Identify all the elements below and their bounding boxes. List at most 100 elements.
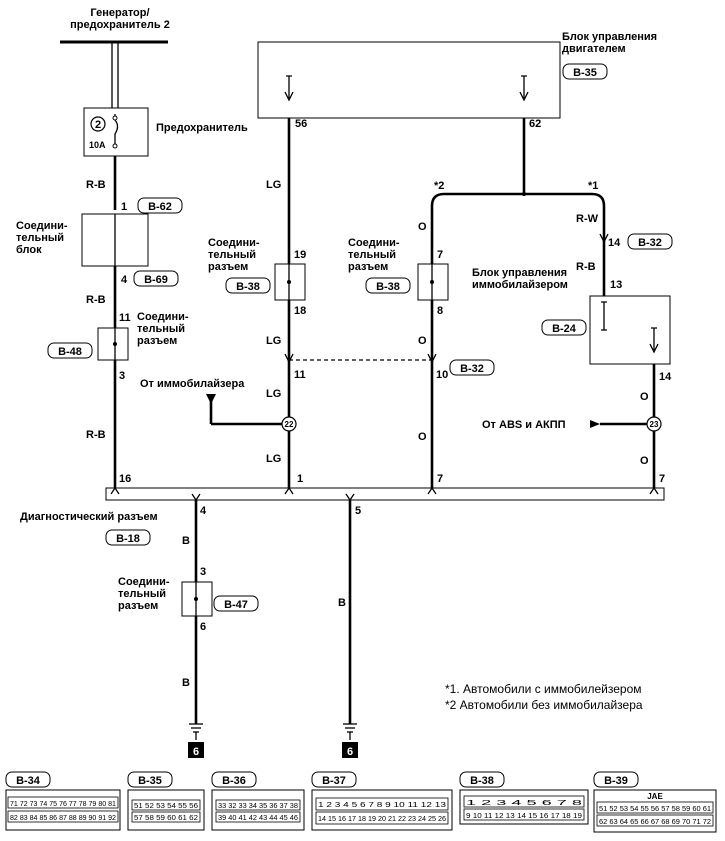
conn-view-b36-row2 bbox=[215, 811, 301, 823]
conn-view-b34-row1 bbox=[7, 796, 119, 809]
label-line: разъем bbox=[118, 600, 158, 612]
connector-right-dot bbox=[430, 280, 434, 284]
pin-7: 7 bbox=[437, 249, 443, 261]
label-line: разъем bbox=[137, 335, 177, 347]
pin-62: 62 bbox=[529, 118, 541, 130]
connector-mid-dot bbox=[287, 280, 291, 284]
conn-view-b39-row1 bbox=[596, 801, 714, 814]
ref-b24-text: B-24 bbox=[552, 323, 577, 335]
ecu-terminal-62 bbox=[519, 75, 529, 102]
pin-7-immo: 7 bbox=[659, 473, 665, 485]
conn-view-b34-top: 71 72 73 74 75 76 77 78 79 80 81 bbox=[10, 801, 116, 808]
conn-view-b39-top: 51 52 53 54 55 56 57 58 59 60 61 bbox=[599, 806, 711, 813]
ref-b47 bbox=[213, 595, 259, 612]
ground-symbol-left bbox=[189, 723, 203, 740]
label-line: разъем bbox=[208, 261, 248, 273]
conn-view-b38-top: 1 2 3 4 5 6 7 8 bbox=[466, 800, 582, 807]
fuse-number: 2 bbox=[95, 119, 101, 131]
wire-label-rb1: R-B bbox=[86, 179, 106, 191]
conn-view-b39 bbox=[593, 789, 717, 833]
fuse-terminal-bottom bbox=[112, 143, 118, 149]
label-line: Соедини- bbox=[137, 311, 189, 323]
conn-view-b36-row1 bbox=[215, 799, 301, 811]
diag-pin-4: 4 bbox=[200, 505, 207, 517]
conn-view-b38-row1 bbox=[463, 795, 585, 808]
wire-branch bbox=[430, 192, 606, 207]
label-line: Соедини- bbox=[16, 220, 68, 232]
ref-b24 bbox=[541, 319, 587, 336]
conn-view-b38-tag-text: B-38 bbox=[470, 775, 494, 787]
ref-b18 bbox=[105, 529, 151, 546]
immo-terminal-13 bbox=[601, 301, 607, 331]
ref-ecu-text: B-35 bbox=[573, 67, 597, 79]
conn-view-b35-row1 bbox=[131, 799, 201, 811]
arrow-right-down bbox=[427, 353, 437, 364]
ref-b48-text: B-48 bbox=[58, 346, 82, 358]
conn-view-b34 bbox=[5, 789, 121, 831]
label-line: тельный bbox=[137, 323, 185, 335]
ref-b38a bbox=[225, 277, 271, 294]
arrow-rw bbox=[599, 233, 609, 244]
label-line: Соедини- bbox=[118, 576, 170, 588]
conn-view-b37-bot: 14 15 16 17 18 19 20 21 22 23 24 25 26 bbox=[318, 816, 446, 823]
conn-view-b39-jae: JAE bbox=[647, 792, 663, 801]
connector-bottom-dot bbox=[194, 597, 198, 601]
fuse-number-circle bbox=[90, 116, 106, 132]
conn-view-b37-row1 bbox=[315, 797, 449, 811]
conn-view-b37-row2 bbox=[315, 811, 449, 825]
pin-1-joint: 1 bbox=[121, 201, 127, 213]
ref-b69 bbox=[133, 270, 179, 287]
ref-b62 bbox=[137, 197, 183, 214]
conn-view-b35-tag bbox=[127, 771, 173, 788]
star-2: *2 bbox=[434, 180, 444, 192]
pin-19: 19 bbox=[294, 249, 306, 261]
ground-badge-left bbox=[188, 742, 204, 758]
pin-18: 18 bbox=[294, 305, 306, 317]
conn-view-b34-tag-text: B-34 bbox=[16, 775, 41, 787]
fuse-terminal-top bbox=[112, 115, 118, 121]
conn-view-b37-tag-text: B-37 bbox=[322, 775, 346, 787]
pin-1-diag: 1 bbox=[297, 473, 303, 485]
wire-label-o4: O bbox=[640, 391, 649, 403]
pin-11-mid: 11 bbox=[294, 369, 306, 381]
ref-b32a-text: B-32 bbox=[638, 237, 662, 249]
wire-label-b2: B bbox=[182, 677, 190, 689]
pin-8: 8 bbox=[437, 305, 443, 317]
label-line: Соедини- bbox=[208, 237, 260, 249]
label-line: тельный bbox=[348, 249, 396, 261]
ref-b32a bbox=[627, 233, 673, 250]
pin-56: 56 bbox=[295, 118, 307, 130]
pin-14-rw: 14 bbox=[608, 237, 621, 249]
label-line: тельный bbox=[16, 232, 64, 244]
diagnostic-connector-bar bbox=[105, 487, 665, 501]
wire-label-b1: B bbox=[182, 535, 190, 547]
junction-23-num: 23 bbox=[650, 420, 659, 429]
conn-view-b38-bot: 9 10 11 12 13 14 15 16 17 18 19 bbox=[466, 813, 582, 820]
wire-label-o1: O bbox=[418, 221, 427, 233]
fuse-label: Предохранитель bbox=[156, 122, 248, 134]
wire-label-lg1: LG bbox=[266, 179, 281, 191]
junction-22-num: 22 bbox=[285, 420, 294, 429]
ecu-terminal-56 bbox=[284, 75, 294, 102]
ref-b48 bbox=[47, 342, 93, 359]
conn-view-b37-top: 1 2 3 4 5 6 7 8 9 10 11 12 13 bbox=[318, 802, 446, 809]
pin-3-left: 3 bbox=[119, 370, 125, 382]
pin-11-left: 11 bbox=[119, 312, 131, 324]
ref-b69-text: B-69 bbox=[144, 274, 168, 286]
label-line: Генератор/ bbox=[90, 7, 149, 19]
connector-left-dot bbox=[113, 342, 117, 346]
from-abs-arrow bbox=[590, 420, 600, 428]
ref-ecu bbox=[562, 63, 608, 80]
wire-label-lg4: LG bbox=[266, 453, 281, 465]
label-line: тельный bbox=[208, 249, 256, 261]
star-1: *1 bbox=[588, 180, 598, 192]
conn-view-b35-tag-text: B-35 bbox=[138, 775, 162, 787]
conn-view-b36-tag bbox=[211, 771, 257, 788]
conn-pin-6: 6 bbox=[200, 621, 206, 633]
